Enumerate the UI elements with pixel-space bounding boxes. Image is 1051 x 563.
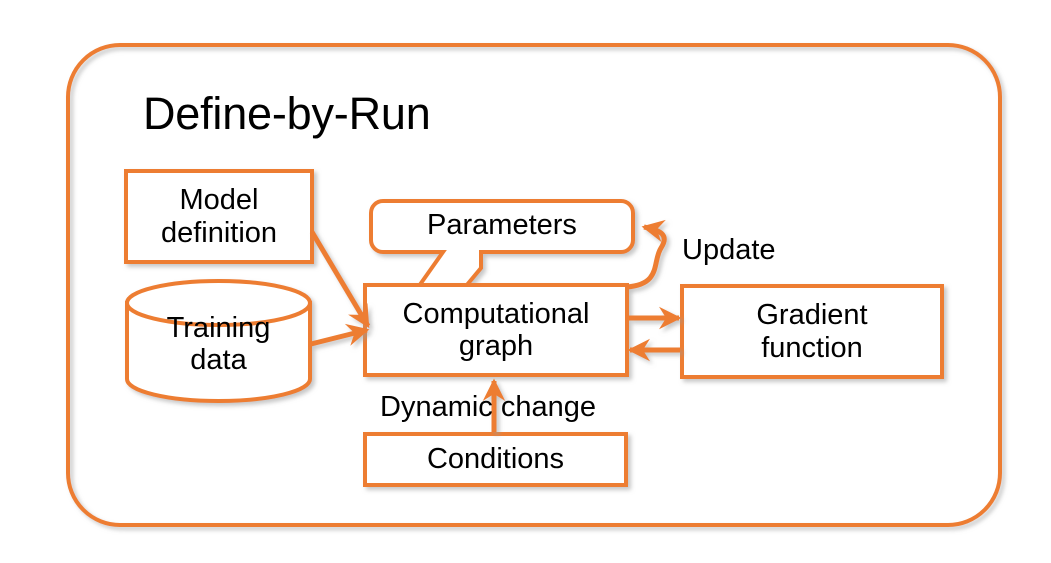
model-definition-shape [124, 169, 314, 264]
gradient-function-shape [680, 284, 944, 379]
edge-training-data-to-computational-graph [310, 323, 370, 347]
training-data-shape [125, 279, 312, 403]
conditions-shape [363, 432, 628, 487]
page-title: Define-by-Run [143, 88, 431, 139]
edge-model-definition-to-computational-graph [309, 230, 371, 329]
outer-container-shape [66, 43, 1002, 527]
parameters-shape [369, 199, 635, 288]
edge-computational-graph-to-parameters [626, 219, 667, 290]
computational-graph-shape [363, 283, 629, 377]
